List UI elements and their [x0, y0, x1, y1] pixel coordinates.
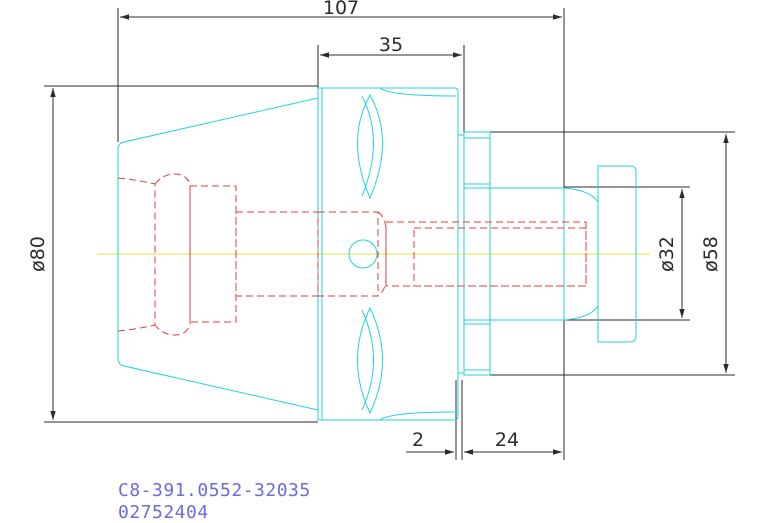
dim-bore-diameter: ø32	[656, 236, 678, 272]
hidden-lines	[117, 173, 587, 336]
dim-shank-length: 24	[495, 429, 519, 451]
part-number: C8-391.0552-32035	[118, 480, 311, 501]
dim-flange-length: 35	[379, 34, 403, 56]
dim-shank-diameter: ø58	[700, 236, 722, 272]
dim-gap: 2	[412, 429, 424, 451]
dim-overall-length: 107	[323, 0, 359, 19]
item-number: 02752404	[118, 502, 209, 523]
dim-body-diameter: ø80	[27, 236, 49, 272]
tool-holder-outline	[117, 87, 637, 421]
dimension-lines	[44, 8, 735, 460]
